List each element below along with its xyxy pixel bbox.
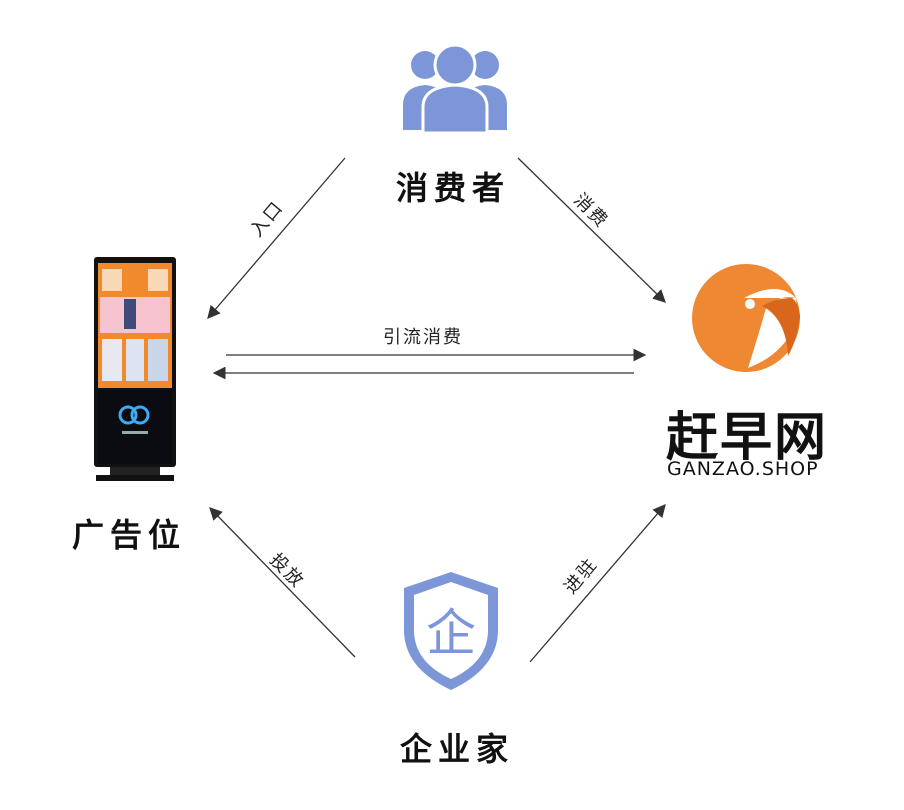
ad-slot-label: 广告位 bbox=[72, 516, 187, 554]
arrow-consumer-to-ad bbox=[207, 157, 346, 319]
arrow-consumer-to-brand bbox=[517, 157, 666, 303]
brand-name-en: GANZAO.SHOP bbox=[667, 458, 819, 480]
edge-label-traffic: 引流消费 bbox=[383, 327, 463, 348]
enterprise-glyph: 企 bbox=[426, 604, 476, 662]
enterprise-shield-icon: 企 bbox=[404, 572, 498, 690]
arrow-entrepreneur-to-ad bbox=[209, 507, 356, 658]
ganzao-logo-icon bbox=[692, 264, 800, 372]
consumer-label: 消费者 bbox=[396, 169, 511, 207]
arrow-entrepreneur-to-brand bbox=[529, 504, 666, 663]
entrepreneur-label: 企业家 bbox=[400, 730, 515, 768]
digital-signage-kiosk-icon bbox=[94, 257, 176, 481]
brand-name-cn: 赶早网 bbox=[666, 408, 829, 468]
users-group-icon bbox=[403, 43, 507, 135]
